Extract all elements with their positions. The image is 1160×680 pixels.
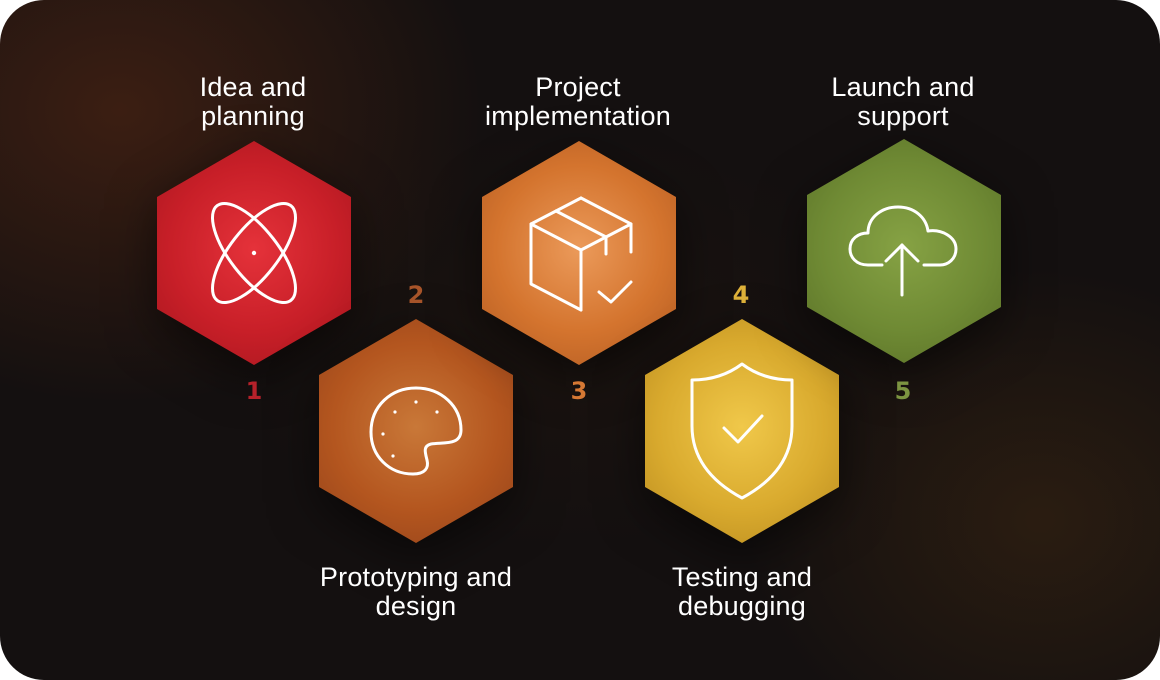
- box-check-icon: [529, 196, 633, 312]
- step-2-number: 2: [407, 281, 425, 309]
- step-5-label: Launch and support: [831, 72, 975, 131]
- atom-icon: [211, 201, 297, 305]
- step-4-number: 4: [732, 281, 750, 309]
- step-4-label: Testing and debugging: [671, 562, 813, 621]
- step-3-label: Project implementation: [485, 72, 671, 131]
- step-1-label: Idea and planning: [199, 72, 307, 131]
- palette-icon: [369, 386, 463, 476]
- step-5-hexagon: [807, 139, 1001, 363]
- step-2-hexagon: [319, 319, 513, 543]
- step-5-number: 5: [894, 377, 912, 405]
- step-3-number: 3: [570, 377, 588, 405]
- step-2-label: Prototyping and design: [319, 562, 513, 621]
- cloud-upload-icon: [848, 205, 958, 297]
- step-1-number: 1: [245, 377, 263, 405]
- shield-check-icon: [690, 362, 794, 500]
